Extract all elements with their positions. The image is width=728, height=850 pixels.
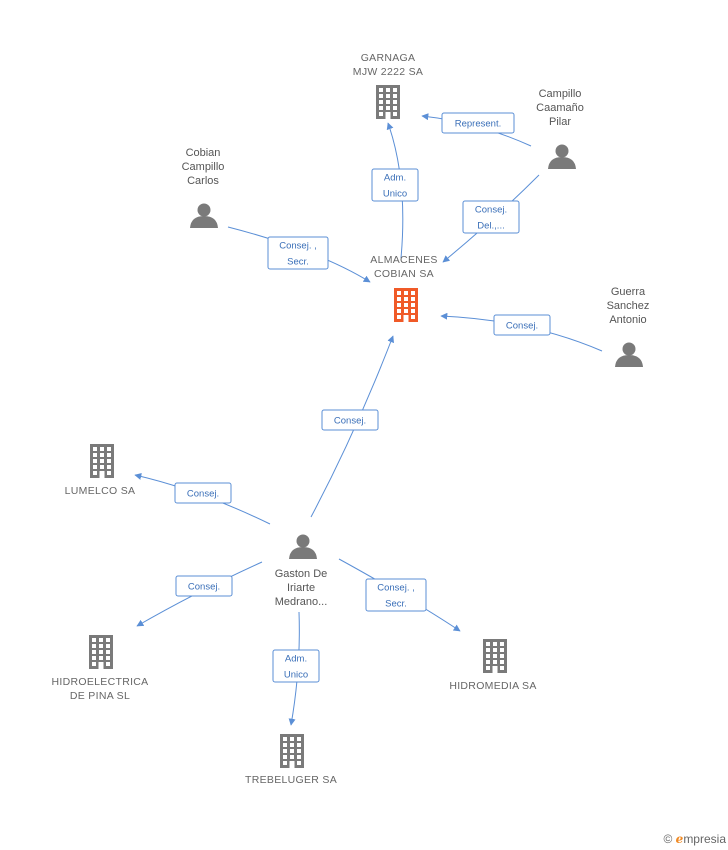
node-label: Carlos [187, 175, 219, 187]
relation-box [441, 112, 515, 134]
relation-box [371, 168, 419, 202]
node-almacenes[interactable]: ALMACENES COBIAN SA [370, 254, 437, 322]
edge-labels-layer: Represent.Adm.UnicoConsej.Del.,...Consej… [174, 112, 551, 683]
person-icon [289, 534, 317, 559]
brand-initial: e [675, 832, 684, 846]
node-label: HIDROMEDIA SA [449, 680, 536, 692]
relation-text: Unico [284, 670, 308, 681]
node-label: ALMACENES [370, 254, 437, 266]
relation-label[interactable]: Adm. Unico [272, 649, 320, 683]
relation-box [321, 409, 379, 431]
relation-text: Adm. [384, 173, 406, 184]
node-label: COBIAN SA [374, 268, 434, 280]
relation-label[interactable]: Consej. Del.,... [462, 200, 520, 234]
node-label: Antonio [609, 314, 646, 326]
node-label: TREBELUGER SA [245, 774, 337, 786]
node-label: GARNAGA [361, 52, 416, 64]
node-label: Cobian [186, 147, 221, 159]
relation-text: Secr. [385, 599, 407, 610]
node-label: HIDROELECTRICA [52, 676, 149, 688]
node-label: Guerra [611, 286, 646, 298]
node-hidroelectrica[interactable]: HIDROELECTRICA DE PINA SL [52, 635, 149, 702]
building-icon [394, 288, 418, 322]
node-label: LUMELCO SA [65, 485, 136, 497]
node-label: Pilar [549, 116, 571, 128]
building-icon [89, 635, 113, 669]
relation-text: Consej. [475, 205, 507, 216]
relation-box [365, 578, 427, 612]
node-label: MJW 2222 SA [353, 66, 423, 78]
relation-box [174, 482, 232, 504]
node-label: Sanchez [607, 300, 650, 312]
building-icon [376, 85, 400, 119]
relation-text: Consej. [506, 321, 538, 332]
relation-text: Consej. , [377, 583, 415, 594]
relation-box [175, 575, 233, 597]
brand-watermark: © empresia [663, 832, 726, 846]
relation-label[interactable]: Consej. , Secr. [365, 578, 427, 612]
relation-box [493, 314, 551, 336]
relation-text: Consej. [187, 489, 219, 500]
node-label: DE PINA SL [70, 690, 130, 702]
relation-text: Represent. [455, 119, 501, 130]
relation-box [272, 649, 320, 683]
relation-label[interactable]: Consej. [321, 409, 379, 431]
building-icon [90, 444, 114, 478]
person-icon [190, 203, 218, 228]
copyright-icon: © [663, 832, 673, 846]
node-lumelco[interactable]: LUMELCO SA [65, 444, 136, 497]
node-label: Campillo [182, 161, 225, 173]
node-hidromedia[interactable]: HIDROMEDIA SA [449, 639, 536, 692]
relation-box [462, 200, 520, 234]
relation-text: Del.,... [477, 221, 504, 232]
node-label: Iriarte [287, 582, 315, 594]
relation-text: Adm. [285, 654, 307, 665]
node-label: Medrano... [275, 596, 328, 608]
person-icon [548, 144, 576, 169]
node-trebeluger[interactable]: TREBELUGER SA [245, 734, 337, 786]
relation-text: Consej. [334, 416, 366, 427]
building-icon [483, 639, 507, 673]
person-icon [615, 342, 643, 367]
relation-label[interactable]: Consej. [493, 314, 551, 336]
relation-label[interactable]: Consej. [175, 575, 233, 597]
node-gaston[interactable]: Gaston De IriarteMedrano... [275, 534, 328, 609]
relation-text: Consej. [188, 582, 220, 593]
brand-name: mpresia [683, 832, 726, 846]
node-label: Caamaño [536, 102, 584, 114]
relation-label[interactable]: Adm. Unico [371, 168, 419, 202]
relation-box [267, 236, 329, 270]
relation-text: Secr. [287, 257, 309, 268]
relation-label[interactable]: Represent. [441, 112, 515, 134]
relation-text: Unico [383, 189, 407, 200]
relation-label[interactable]: Consej. , Secr. [267, 236, 329, 270]
node-garnaga[interactable]: GARNAGA MJW 2222 SA [353, 52, 423, 119]
building-icon [280, 734, 304, 768]
relation-label[interactable]: Consej. [174, 482, 232, 504]
relation-text: Consej. , [279, 241, 317, 252]
node-label: Campillo [539, 88, 582, 100]
node-label: Gaston De [275, 568, 328, 580]
